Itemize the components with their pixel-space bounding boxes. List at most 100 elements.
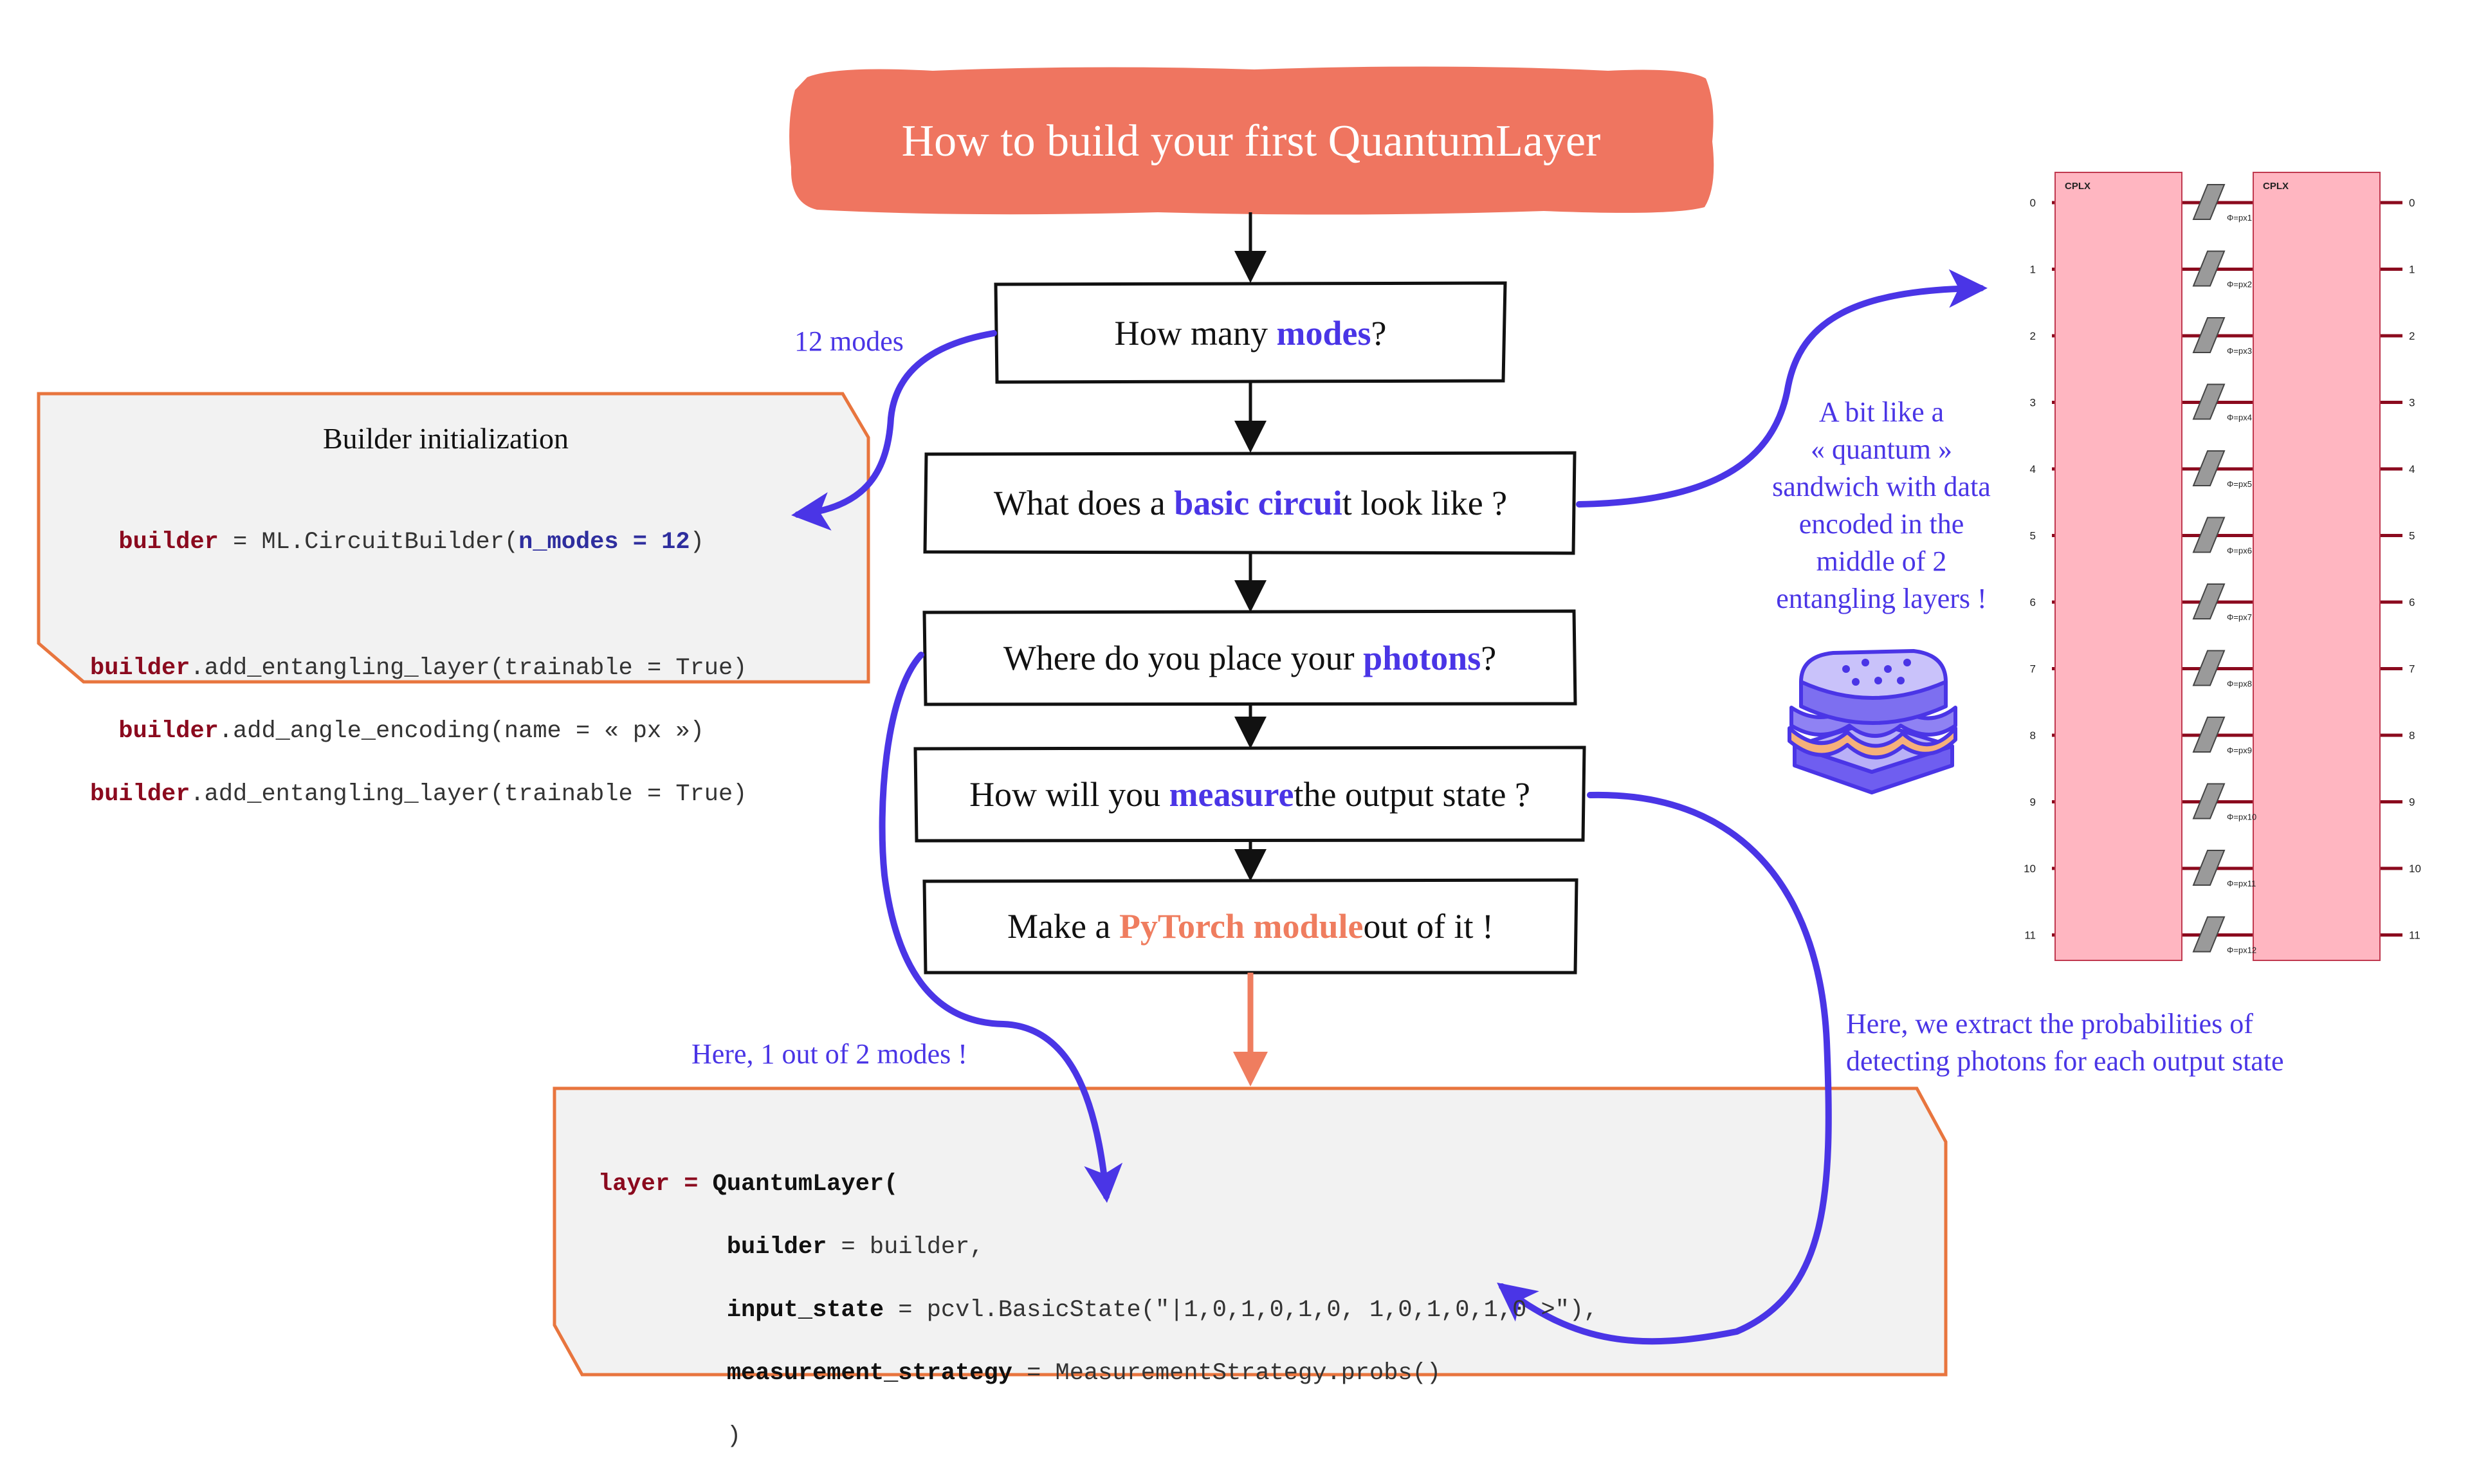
step-highlight: photons <box>1363 638 1481 677</box>
note-modes: 12 modes <box>794 325 904 357</box>
mode-label-in: 11 <box>2024 930 2036 942</box>
phase-label: Φ=px3 <box>2227 346 2252 356</box>
code-keyword: measurement_strategy <box>726 1360 1012 1387</box>
note-measure: Here, we extract the probabilities of de… <box>1846 1005 2284 1080</box>
code-line: builder = ML.CircuitBuilder(n_modes = 12… <box>90 527 747 558</box>
step-text: What does a <box>993 484 1166 522</box>
code-text: = MeasurementStrategy.probs() <box>1012 1360 1441 1387</box>
note-line: entangling layers ! <box>1776 583 1987 614</box>
phase-shifter-icon <box>2192 450 2226 486</box>
phase-shifter-icon <box>2192 916 2226 953</box>
code-keyword: builder <box>118 529 219 556</box>
code-text: .add_entangling_layer(trainable = True) <box>190 655 747 682</box>
entangling-block-left <box>2054 172 2182 961</box>
step-text: the output state ? <box>1294 774 1530 814</box>
builder-code: builder = ML.CircuitBuilder(n_modes = 12… <box>90 495 747 842</box>
code-keyword: builder <box>90 781 190 808</box>
sandwich-seeds <box>1842 659 1911 686</box>
phase-label: Φ=px1 <box>2227 213 2252 223</box>
step-text: out of it ! <box>1363 907 1494 946</box>
mode-label-in: 5 <box>2030 530 2036 542</box>
note-line: A bit like a <box>1818 396 1944 428</box>
phase-label: Φ=px9 <box>2227 746 2252 755</box>
note-photons: Here, 1 out of 2 modes ! <box>691 1038 967 1070</box>
step-text: t look like ? <box>1342 484 1508 522</box>
note-line: encoded in the <box>1798 508 1964 540</box>
builder-code-box <box>37 392 870 684</box>
code-line: layer = QuantumLayer( <box>598 1169 1598 1200</box>
code-text: .add_angle_encoding(name = « px ») <box>218 718 704 745</box>
connector-modes <box>791 330 997 531</box>
code-class: QuantumLayer( <box>712 1171 899 1198</box>
mode-label-in: 0 <box>2030 197 2036 209</box>
step-modes: How many modes ? <box>996 284 1505 382</box>
code-keyword: builder <box>90 655 190 682</box>
phase-shifter-icon <box>2192 583 2226 619</box>
mode-label-in: 2 <box>2030 330 2036 342</box>
mode-label-out: 9 <box>2409 796 2415 809</box>
connector-photons <box>879 652 1123 1203</box>
step-highlight: modes <box>1276 314 1371 353</box>
block-label-left: CPLX <box>2065 181 2090 192</box>
sandwich-icon <box>1788 649 1957 794</box>
note-line: middle of 2 <box>1816 545 1947 577</box>
code-arg: n_modes = 12 <box>518 529 690 556</box>
mode-label-out: 8 <box>2409 729 2415 742</box>
note-line: « quantum » <box>1811 434 1952 465</box>
mode-label-in: 9 <box>2030 796 2036 809</box>
title-banner <box>789 66 1714 215</box>
mode-label-out: 4 <box>2409 463 2415 475</box>
note-line: Here, we extract the probabilities of <box>1846 1008 2253 1040</box>
step1-box <box>994 281 1507 384</box>
code-line: builder.add_entangling_layer(trainable =… <box>90 779 747 811</box>
note-line: sandwich with data <box>1772 471 1991 502</box>
phase-label: Φ=px6 <box>2227 546 2252 556</box>
step-text: How will you <box>969 774 1161 814</box>
block-label-right: CPLX <box>2263 181 2289 192</box>
note-sandwich: A bit like a « quantum » sandwich with d… <box>1740 394 2023 618</box>
step-text: ? <box>1371 314 1387 353</box>
code-text: ) <box>690 529 704 556</box>
mode-label-in: 7 <box>2030 663 2036 675</box>
step-highlight: basic circui <box>1174 484 1342 522</box>
phase-shifter-icon <box>2192 250 2226 287</box>
code-keyword: input_state <box>726 1297 884 1324</box>
phase-shifter-icon <box>2192 850 2226 886</box>
mode-label-in: 3 <box>2030 397 2036 409</box>
phase-label: Φ=px2 <box>2227 280 2252 289</box>
phase-shifter-icon <box>2192 783 2226 820</box>
mode-label-out: 3 <box>2409 397 2415 409</box>
code-keyword: builder <box>118 718 219 745</box>
phase-shifter-icon <box>2192 717 2226 753</box>
step-text: Make a <box>1007 907 1111 946</box>
code-line: builder.add_angle_encoding(name = « px »… <box>90 716 747 747</box>
phase-label: Φ=px11 <box>2227 879 2256 888</box>
phase-label: Φ=px4 <box>2227 413 2252 423</box>
step-photons: Where do you place your photons ? <box>924 611 1575 704</box>
phase-shifter-icon <box>2192 317 2226 353</box>
step-measure: How will you measure the output state ? <box>915 747 1584 841</box>
mode-label-out: 1 <box>2409 264 2415 276</box>
step-highlight: measure <box>1169 774 1294 814</box>
step5-box <box>922 878 1578 975</box>
phase-label: Φ=px7 <box>2227 612 2252 622</box>
note-line: detecting photons for each output state <box>1846 1045 2284 1077</box>
builder-box-title: Builder initialization <box>323 422 569 455</box>
mode-label-in: 1 <box>2030 264 2036 276</box>
step3-box <box>922 609 1577 706</box>
code-keyword: builder <box>726 1234 827 1261</box>
mode-label-in: 6 <box>2030 596 2036 609</box>
code-text: .add_entangling_layer(trainable = True) <box>190 781 747 808</box>
code-text: = pcvl.BasicState("|1,0,1,0,1,0, 1,0,1,0… <box>884 1297 1598 1324</box>
layer-code: layer = QuantumLayer( builder = builder,… <box>598 1137 1598 1484</box>
code-text: ) <box>726 1423 742 1450</box>
phase-shifter-icon <box>2192 383 2226 420</box>
code-line: measurement_strategy = MeasurementStrate… <box>598 1358 1598 1389</box>
code-line: ) <box>598 1421 1598 1452</box>
phase-label: Φ=px8 <box>2227 679 2252 689</box>
layer-code-box <box>553 1086 1948 1377</box>
code-op: = <box>670 1171 713 1198</box>
